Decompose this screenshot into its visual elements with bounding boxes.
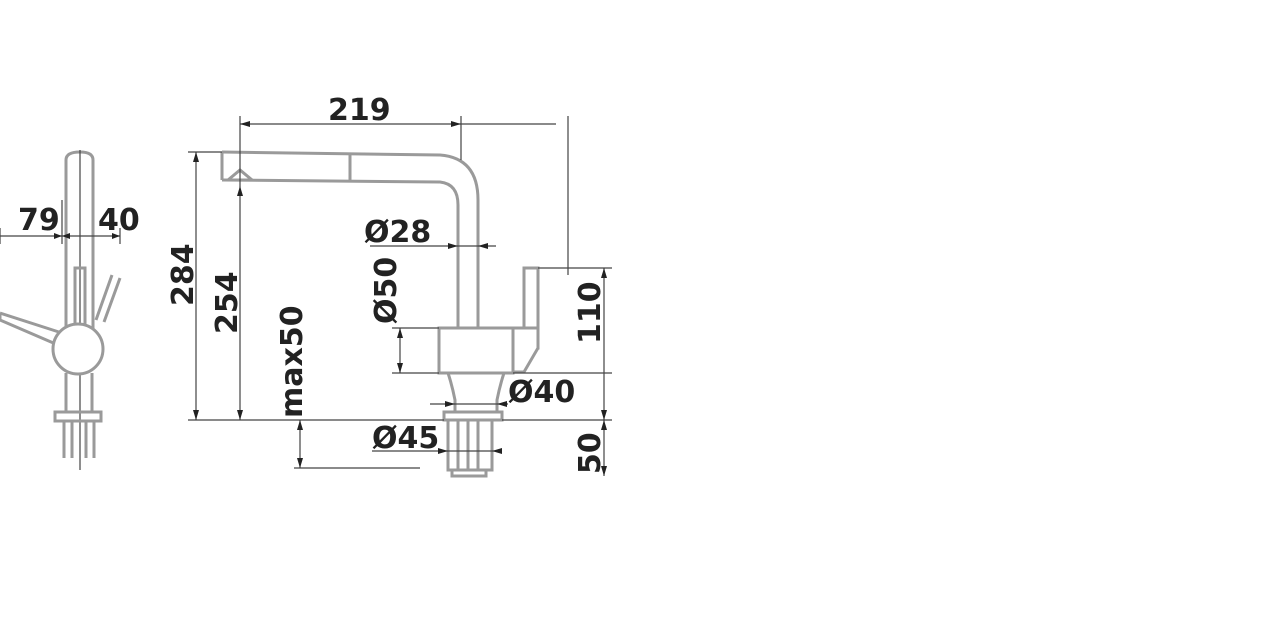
side-lever xyxy=(0,311,63,347)
dim-reach-label: 219 xyxy=(328,93,391,128)
front-view: 219 284 254 max50 Ø28 Ø50 xyxy=(166,93,612,478)
dim-side-left-label: 79 xyxy=(18,203,60,238)
mounting-shanks xyxy=(446,418,494,472)
dim-spout-height-label: 254 xyxy=(210,271,245,334)
body-block xyxy=(437,326,515,375)
dim-max-deck-label: max50 xyxy=(275,305,310,418)
dim-base-diameter-label: Ø40 xyxy=(508,375,575,410)
side-base-plate xyxy=(53,410,103,423)
side-lever-right xyxy=(94,274,122,323)
side-body-circle xyxy=(51,322,105,376)
lever-joint xyxy=(511,326,540,374)
dim-shank-length-label: 50 xyxy=(573,432,608,474)
dim-hole-diameter-label: Ø45 xyxy=(372,421,439,456)
base-neck xyxy=(446,372,506,412)
spout-outer xyxy=(221,150,480,330)
dim-side-right-label: 40 xyxy=(98,203,140,238)
side-view: 79 40 xyxy=(0,150,140,470)
dim-body-diameter-label: Ø50 xyxy=(369,257,404,324)
spout-inner xyxy=(221,178,460,328)
dim-lever-height-label: 110 xyxy=(573,281,608,344)
dim-spout-diameter-label: Ø28 xyxy=(364,215,431,250)
dim-total-height-label: 284 xyxy=(166,243,201,306)
